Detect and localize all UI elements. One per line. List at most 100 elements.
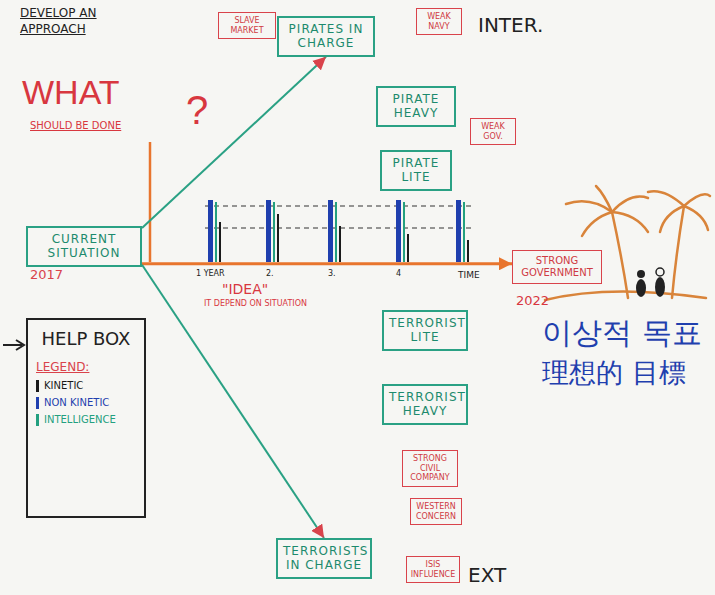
help-box: HELP BOX LEGEND: KINETIC NON KINETIC INTELLI… [26, 318, 146, 518]
kinetic-bar [219, 222, 221, 262]
pointer-head [16, 340, 24, 350]
kinetic-bar [407, 234, 409, 262]
kinetic-bar [339, 226, 341, 262]
timeline-arrow [142, 262, 512, 265]
palm-frond [648, 191, 684, 206]
box-text: TERRORISTS IN CHARGE [283, 544, 365, 573]
legend-text: KINETIC [44, 380, 83, 391]
box-text: SLAVE MARKET [222, 16, 272, 35]
box-text: CURRENT SITUATION [33, 232, 135, 261]
intelligence-bar [215, 202, 217, 262]
side-label: EXT [468, 564, 506, 586]
kinetic-bar [277, 214, 279, 262]
box-text: STRONG GOVERNMENT [517, 255, 597, 279]
box-text: PIRATES IN CHARGE [284, 22, 368, 51]
box-text: TERRORIST LITE [389, 316, 461, 345]
scenario-box: TERRORIST LITE [382, 310, 468, 351]
palm-frond [684, 194, 710, 206]
two-people [636, 268, 665, 297]
non-kinetic-bar [208, 200, 213, 262]
factor-box: WESTERN CONCERN [410, 498, 462, 525]
person-head [656, 268, 664, 276]
person-head [637, 270, 645, 278]
intelligence-bar [403, 202, 405, 262]
box-text: PIRATE HEAVY [383, 92, 449, 121]
question-text: SHOULD BE DONE [30, 120, 121, 131]
idea-label: "IDEA" [222, 282, 268, 297]
legend-text: INTELLIGENCE [44, 414, 116, 425]
legend-row: NON KINETIC [36, 397, 136, 409]
time-tick: 1 YEAR [196, 270, 225, 279]
legend-heading: LEGEND: [36, 360, 136, 374]
palm-island [545, 186, 710, 300]
legend-row: INTELLIGENCE [36, 414, 136, 426]
person-body [636, 279, 646, 297]
scenario-arrow [142, 57, 326, 228]
factor-box: ISIS INFLUENCE [406, 556, 460, 583]
year-label: 2017 [30, 267, 63, 283]
legend: KINETIC NON KINETIC INTELLIGENCE [36, 380, 136, 426]
person-body [655, 277, 665, 297]
scenario-box: TERRORISTS IN CHARGE [276, 538, 372, 579]
board-title: DEVELOP AN APPROACH [20, 6, 124, 37]
box-text: WEAK GOV. [474, 122, 512, 141]
box-text: ISIS INFLUENCE [410, 560, 456, 579]
palm-frond [612, 197, 648, 212]
scenario-box: PIRATES IN CHARGE [277, 16, 375, 57]
palm-frond [596, 186, 612, 212]
factor-box: SLAVE MARKET [218, 12, 276, 39]
scenario-box: PIRATE LITE [380, 150, 452, 191]
side-label: INTER. [478, 14, 543, 36]
action-bars [205, 200, 475, 262]
legend-swatch [36, 397, 39, 409]
palm-frond [566, 201, 612, 212]
palm-trunk [672, 206, 684, 298]
question-stem [149, 142, 152, 262]
factor-box: WEAK GOV. [470, 118, 516, 145]
legend-row: KINETIC [36, 380, 136, 392]
year-label: 2022 [516, 294, 549, 308]
box-text: WESTERN CONCERN [414, 502, 458, 521]
scenario-arrow [142, 265, 324, 538]
intelligence-bar [335, 202, 337, 262]
scenario-box: CURRENT SITUATION2017 [26, 226, 142, 267]
help-heading: HELP BOX [36, 328, 136, 350]
idea-note: IT DEPEND ON SITUATION [204, 300, 307, 309]
time-tick: 3. [328, 270, 336, 279]
scenario-box: TERRORIST HEAVY [382, 384, 468, 425]
question-mark: ? [186, 88, 208, 132]
factor-box: WEAK NAVY [416, 8, 462, 35]
legend-swatch [36, 414, 39, 426]
kinetic-bar [467, 240, 469, 262]
palm-frond [612, 212, 648, 232]
palm-trunk [612, 212, 628, 298]
non-kinetic-bar [266, 200, 271, 262]
palm-frond [582, 212, 612, 236]
legend-text: NON KINETIC [44, 397, 109, 408]
non-kinetic-bar [396, 200, 401, 262]
box-text: TERRORIST HEAVY [389, 390, 461, 419]
island-shore [545, 291, 706, 300]
pointer-line [3, 344, 22, 346]
time-tick: 2. [266, 270, 274, 279]
dashed-level [205, 205, 475, 206]
non-kinetic-bar [456, 200, 461, 262]
non-kinetic-bar [328, 200, 333, 262]
palm-frond [660, 206, 684, 232]
time-tick: 4 [396, 270, 401, 279]
box-text: PIRATE LITE [387, 156, 445, 185]
scenario-box: PIRATE HEAVY [376, 86, 456, 127]
help-pointer [3, 340, 24, 350]
question-word: WHAT [22, 74, 120, 111]
intelligence-bar [273, 202, 275, 262]
box-text: STRONG CIVIL COMPANY [406, 454, 454, 483]
intelligence-bar [463, 202, 465, 262]
goal-label: 이상적 목표 [542, 316, 702, 349]
legend-swatch [36, 380, 39, 392]
palm-frond [684, 206, 708, 230]
factor-box: STRONG GOVERNMENT [512, 250, 602, 284]
factor-box: STRONG CIVIL COMPANY [402, 450, 458, 487]
goal-label: 理想的 目標 [542, 358, 686, 388]
box-text: WEAK NAVY [420, 12, 458, 31]
